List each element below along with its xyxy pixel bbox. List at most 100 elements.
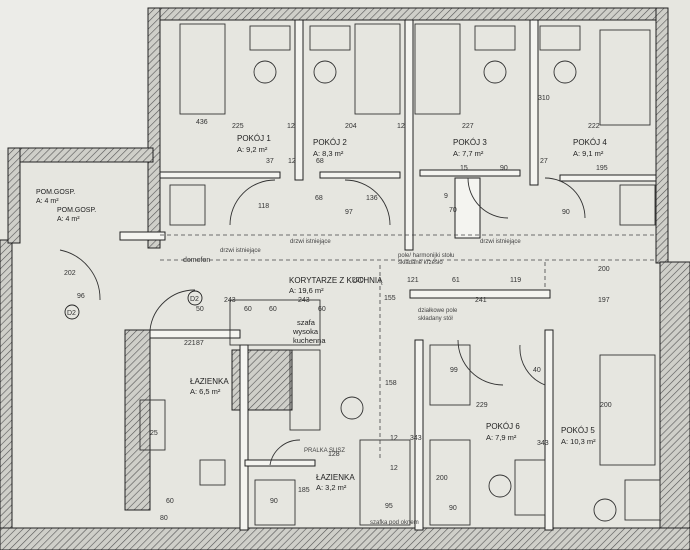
dim: 61 [452,277,460,284]
door-swings [59,177,586,466]
dim: 225 [232,123,244,130]
room-name-lazienka2: ŁAZIENKA [316,473,355,482]
dim: 155 [384,295,396,302]
dim: 195 [596,165,608,172]
d2-label-mid: D2 [190,296,199,303]
dim: 60 [244,306,252,313]
dim: 118 [258,203,269,210]
label-pralka: PRALKA SUSZ [304,448,345,454]
dim: 136 [366,195,378,202]
dim: 25 [150,430,158,437]
dim: 60 [166,498,174,505]
room-area-lazienka2: A: 3,2 m² [316,483,347,492]
dim: 12 [390,435,398,442]
dim: 37 [266,158,274,165]
dim: 12 [287,123,295,130]
dim: 90 [500,165,508,172]
room-name-pokoj1: POKÓJ 1 [237,134,271,143]
dim: 185 [298,487,310,494]
label-szafa: szafa [297,318,316,327]
d2-label-left: D2 [67,310,76,317]
dim: 70 [449,207,457,214]
d2-marker-left [64,304,80,320]
dim: 158 [385,380,397,387]
dim: 80 [160,515,168,522]
room-name-pokoj6: POKÓJ 6 [486,422,520,431]
d2-marker-mid [187,290,203,306]
label-domofon: domofon [183,257,210,264]
dim: 68 [315,195,323,202]
dim: 60 [269,306,277,313]
dim: 243 [298,297,310,304]
dim: 90 [562,209,570,216]
dim: 200 [600,402,612,409]
dim: 221 [184,340,196,347]
room-area-lazienka1: A: 6,5 m² [190,387,221,396]
dim: 200 [598,266,610,273]
label-pole-2: składane krzesło [398,260,443,266]
room-area-pokoj3: A: 7,7 m² [453,149,484,158]
dim: 243 [224,297,236,304]
dimension-labels: 225 436 12 204 12 227 310 222 37 12 68 2… [64,95,612,522]
label-drzwi-3: drzwi istniejące [220,248,261,254]
dim: 95 [385,503,393,510]
dim: 12 [288,158,296,165]
dim: 229 [476,402,488,409]
room-area-pokoj6: A: 7,9 m² [486,433,517,442]
room-name-lazienka1: ŁAZIENKA [190,377,229,386]
room-area-korytarz: A: 19,6 m² [289,286,324,295]
room-name-pomgosp2: POM.GOSP. [57,207,96,214]
room-labels: POKÓJ 1 A: 9,2 m² POKÓJ 2 A: 8,3 m² POKÓ… [36,134,607,492]
room-name-korytarz: KORYTARZE Z KUCHNIĄ [289,276,383,285]
room-area-pomgosp1: A: 4 m² [36,198,59,205]
room-area-pokoj1: A: 9,2 m² [237,145,268,154]
dim: 12 [390,465,398,472]
label-kuchenna: kuchenna [293,336,326,345]
dim: 96 [77,293,85,300]
dim: 27 [540,158,548,165]
room-area-pokoj5: A: 10,3 m² [561,437,596,446]
interior-walls [119,19,657,531]
room-area-pokoj2: A: 8,3 m² [313,149,344,158]
room-name-pokoj4: POKÓJ 4 [573,138,607,147]
dim: 90 [449,505,457,512]
dim: 60 [318,306,326,313]
label-dzialkowe-1: działkowe pole [418,308,458,314]
label-szafka: szafka pod oknem [370,520,419,526]
dim: 343 [410,435,422,442]
room-name-pokoj5: POKÓJ 5 [561,426,595,435]
dim: 121 [407,277,419,284]
room-name-pomgosp1: POM.GOSP. [36,189,75,196]
label-dzialkowe-2: składany stół [418,316,453,322]
room-name-pokoj2: POKÓJ 2 [313,138,347,147]
outer-walls [0,7,690,550]
label-pole: pole/ harmonijki stołu [398,253,454,259]
annotations: domofon szafa wysoka kuchenna działkowe … [183,239,521,526]
dim: 343 [537,440,549,447]
dim: 204 [345,123,357,130]
dim: 68 [316,158,324,165]
dim: 197 [598,297,610,304]
dim: 128 [328,451,340,458]
dim: 200 [436,475,448,482]
label-wysoka: wysoka [292,327,319,336]
dim: 40 [533,367,541,374]
dim: 202 [64,270,76,277]
room-name-pokoj3: POKÓJ 3 [453,138,487,147]
dim: 227 [462,123,474,130]
paper-margin [0,0,160,150]
dim: 241 [475,297,487,304]
dim: 220 [352,277,364,284]
dim: 12 [397,123,405,130]
dim: 87 [196,340,204,347]
dim: 97 [345,209,353,216]
label-drzwi-1: drzwi istniejące [290,239,331,245]
dim: 15 [460,165,468,172]
dim: 436 [196,119,208,126]
label-drzwi-2: drzwi istniejące [480,239,521,245]
dim: 9 [444,193,448,200]
furniture [139,23,661,526]
dim: 50 [196,306,204,313]
dim: 99 [450,367,458,374]
corridor-lines [160,234,655,460]
